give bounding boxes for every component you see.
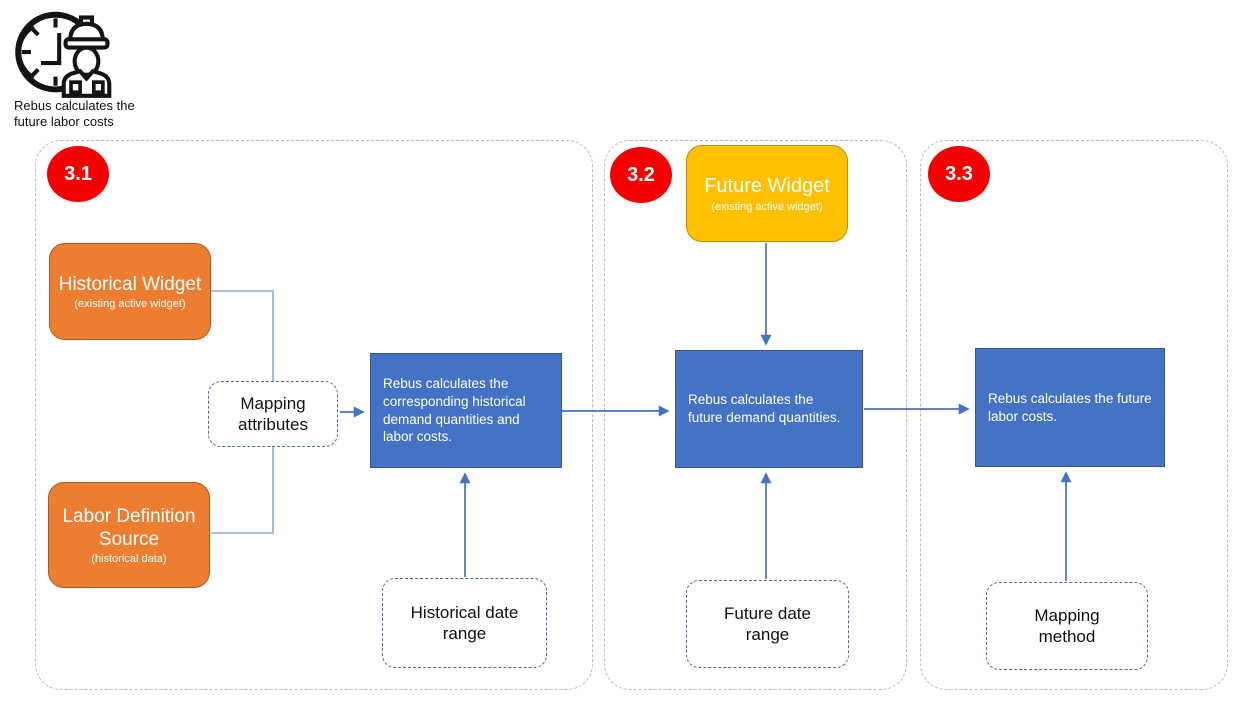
mapping-method-label: Mapping method <box>1034 605 1100 646</box>
mapping-attributes-node: Mapping attributes <box>208 381 338 447</box>
labor-definition-source-node: Labor Definition Source (historical data… <box>48 482 210 588</box>
future-widget-subtitle: (existing active widget) <box>711 200 823 213</box>
badge-3-1: 3.1 <box>47 146 109 202</box>
section-3-3 <box>920 140 1228 690</box>
historical-date-range-label: Historical date range <box>410 602 519 643</box>
labor-definition-source-title: Labor Definition Source <box>62 505 196 550</box>
calc-future-labor-node: Rebus calculates the future labor costs. <box>975 348 1165 467</box>
connector-labor-definition-to-mapping-attributes <box>211 447 274 534</box>
historical-widget-subtitle: (existing active widget) <box>74 298 186 311</box>
historical-widget-title: Historical Widget <box>58 273 202 295</box>
future-widget-node: Future Widget (existing active widget) <box>686 145 848 242</box>
connector-historical-widget-to-mapping-attributes <box>211 290 274 381</box>
calc-historical-text: Rebus calculates the corresponding histo… <box>383 375 526 445</box>
future-widget-title: Future Widget <box>704 175 830 198</box>
historical-widget-node: Historical Widget (existing active widge… <box>49 243 211 340</box>
future-date-range-label: Future date range <box>724 603 811 644</box>
historical-date-range-node: Historical date range <box>382 578 547 668</box>
calc-historical-node: Rebus calculates the corresponding histo… <box>370 353 562 468</box>
mapping-attributes-label: Mapping attributes <box>238 393 308 434</box>
badge-3-2: 3.2 <box>610 147 672 203</box>
worker-clock-icon <box>15 11 112 98</box>
mapping-method-node: Mapping method <box>986 582 1148 670</box>
badge-3-3: 3.3 <box>928 146 990 202</box>
labor-definition-source-subtitle: (historical data) <box>91 553 167 566</box>
calc-future-labor-text: Rebus calculates the future labor costs. <box>988 390 1152 424</box>
calc-future-demand-node: Rebus calculates the future demand quant… <box>675 350 863 468</box>
icon-caption: Rebus calculates the future labor costs <box>14 98 135 130</box>
calc-future-demand-text: Rebus calculates the future demand quant… <box>688 392 841 425</box>
section-3-2 <box>604 140 907 690</box>
section-3-1 <box>35 140 593 690</box>
future-date-range-node: Future date range <box>686 580 849 668</box>
